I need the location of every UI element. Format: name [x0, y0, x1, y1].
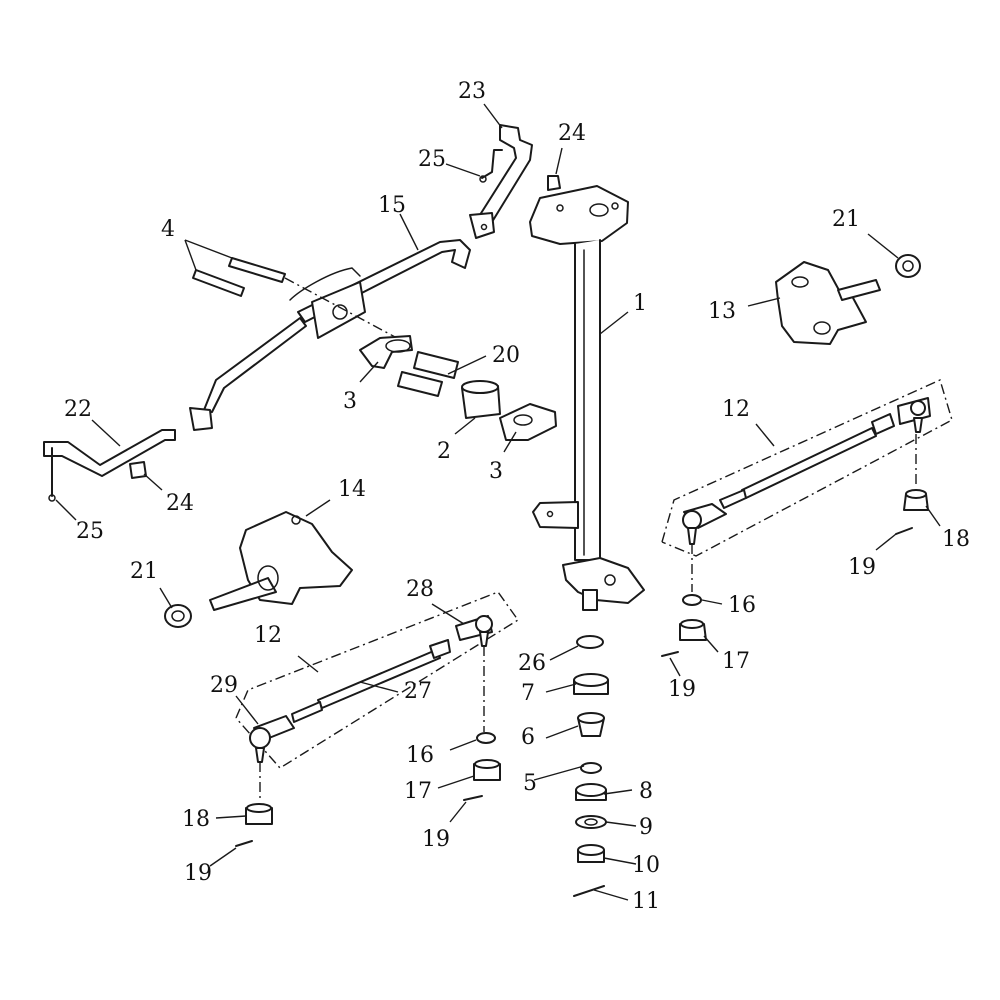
callout-18-right: 18: [942, 527, 970, 552]
nut-10: [577, 844, 605, 863]
callout-3-upper: 3: [343, 389, 357, 414]
castle-nut-right-17: [679, 619, 707, 641]
callout-17-left: 17: [404, 779, 432, 804]
right-steering-knuckle: [775, 261, 881, 345]
clamp-upper: [359, 335, 413, 369]
washer-left-16: [476, 732, 496, 744]
bearing-7: [573, 673, 609, 695]
callout-19-left-lower: 19: [184, 861, 212, 886]
callout-28: 28: [406, 577, 434, 602]
callout-18-left: 18: [182, 807, 210, 832]
lower-clip-pin: [48, 447, 56, 502]
callout-20: 20: [492, 343, 520, 368]
callout-19-right-lower: 19: [668, 677, 696, 702]
callout-4: 4: [161, 217, 175, 242]
callout-27: 27: [404, 679, 432, 704]
right-tie-rod: [661, 379, 953, 592]
callout-24-lower: 24: [166, 491, 194, 516]
cotter-pin-right-lower: [661, 651, 679, 657]
long-bolts: [192, 257, 411, 346]
callout-21-left: 21: [130, 559, 158, 584]
washer-9: [575, 815, 607, 829]
left-tie-rod: [235, 591, 520, 802]
callout-24-upper: 24: [558, 121, 586, 146]
steering-bracket-bar: [43, 239, 471, 477]
callout-19-right-upper: 19: [848, 555, 876, 580]
castle-nut-left-17: [473, 759, 501, 781]
callout-25-lower: 25: [76, 519, 104, 544]
lower-bolt: [129, 461, 147, 479]
bearing-8: [575, 783, 607, 801]
o-ring-5: [580, 762, 602, 774]
callout-11: 11: [632, 889, 660, 914]
callout-13: 13: [708, 299, 736, 324]
callout-25-upper: 25: [418, 147, 446, 172]
bushing: [461, 380, 501, 419]
callout-1: 1: [633, 291, 647, 316]
washer-left: [164, 604, 192, 628]
upper-clip-pin: [479, 149, 503, 183]
callout-6: 6: [521, 725, 535, 750]
callout-16-right: 16: [728, 593, 756, 618]
o-ring-26: [576, 635, 604, 649]
callout-14: 14: [338, 477, 366, 502]
callout-2: 2: [437, 439, 451, 464]
steering-column-shaft: [529, 185, 645, 611]
callout-16-left: 16: [406, 743, 434, 768]
callout-17-right: 17: [722, 649, 750, 674]
washer-right-16: [682, 594, 702, 606]
left-steering-knuckle: [209, 511, 353, 611]
callout-7: 7: [521, 681, 535, 706]
callout-9: 9: [639, 815, 653, 840]
bushing-6: [577, 712, 605, 737]
callout-leaders: [55, 103, 941, 901]
cotter-pin-left-lower: [235, 840, 253, 847]
callout-26: 26: [518, 651, 546, 676]
callout-10: 10: [632, 853, 660, 878]
callout-29: 29: [210, 673, 238, 698]
cotter-pin-11: [573, 885, 605, 897]
upper-bracket-arm: [469, 124, 533, 239]
callout-12-right: 12: [722, 397, 750, 422]
callout-5: 5: [523, 771, 537, 796]
bushing-pins: [397, 351, 459, 397]
cotter-pin-left-upper: [463, 795, 483, 801]
castle-nut-right-upper: [903, 489, 929, 511]
callout-23: 23: [458, 79, 486, 104]
callout-21-right: 21: [832, 207, 860, 232]
washer-right: [895, 254, 921, 278]
clamp-lower: [499, 403, 557, 441]
callout-12-left: 12: [254, 623, 282, 648]
castle-nut-left-18: [245, 803, 273, 825]
callout-8: 8: [639, 779, 653, 804]
callout-3-lower: 3: [489, 459, 503, 484]
upper-bolt: [547, 175, 561, 191]
cotter-pin-right-upper: [895, 527, 913, 535]
callout-15: 15: [378, 193, 406, 218]
callout-19-left-upper: 19: [422, 827, 450, 852]
callout-22: 22: [64, 397, 92, 422]
